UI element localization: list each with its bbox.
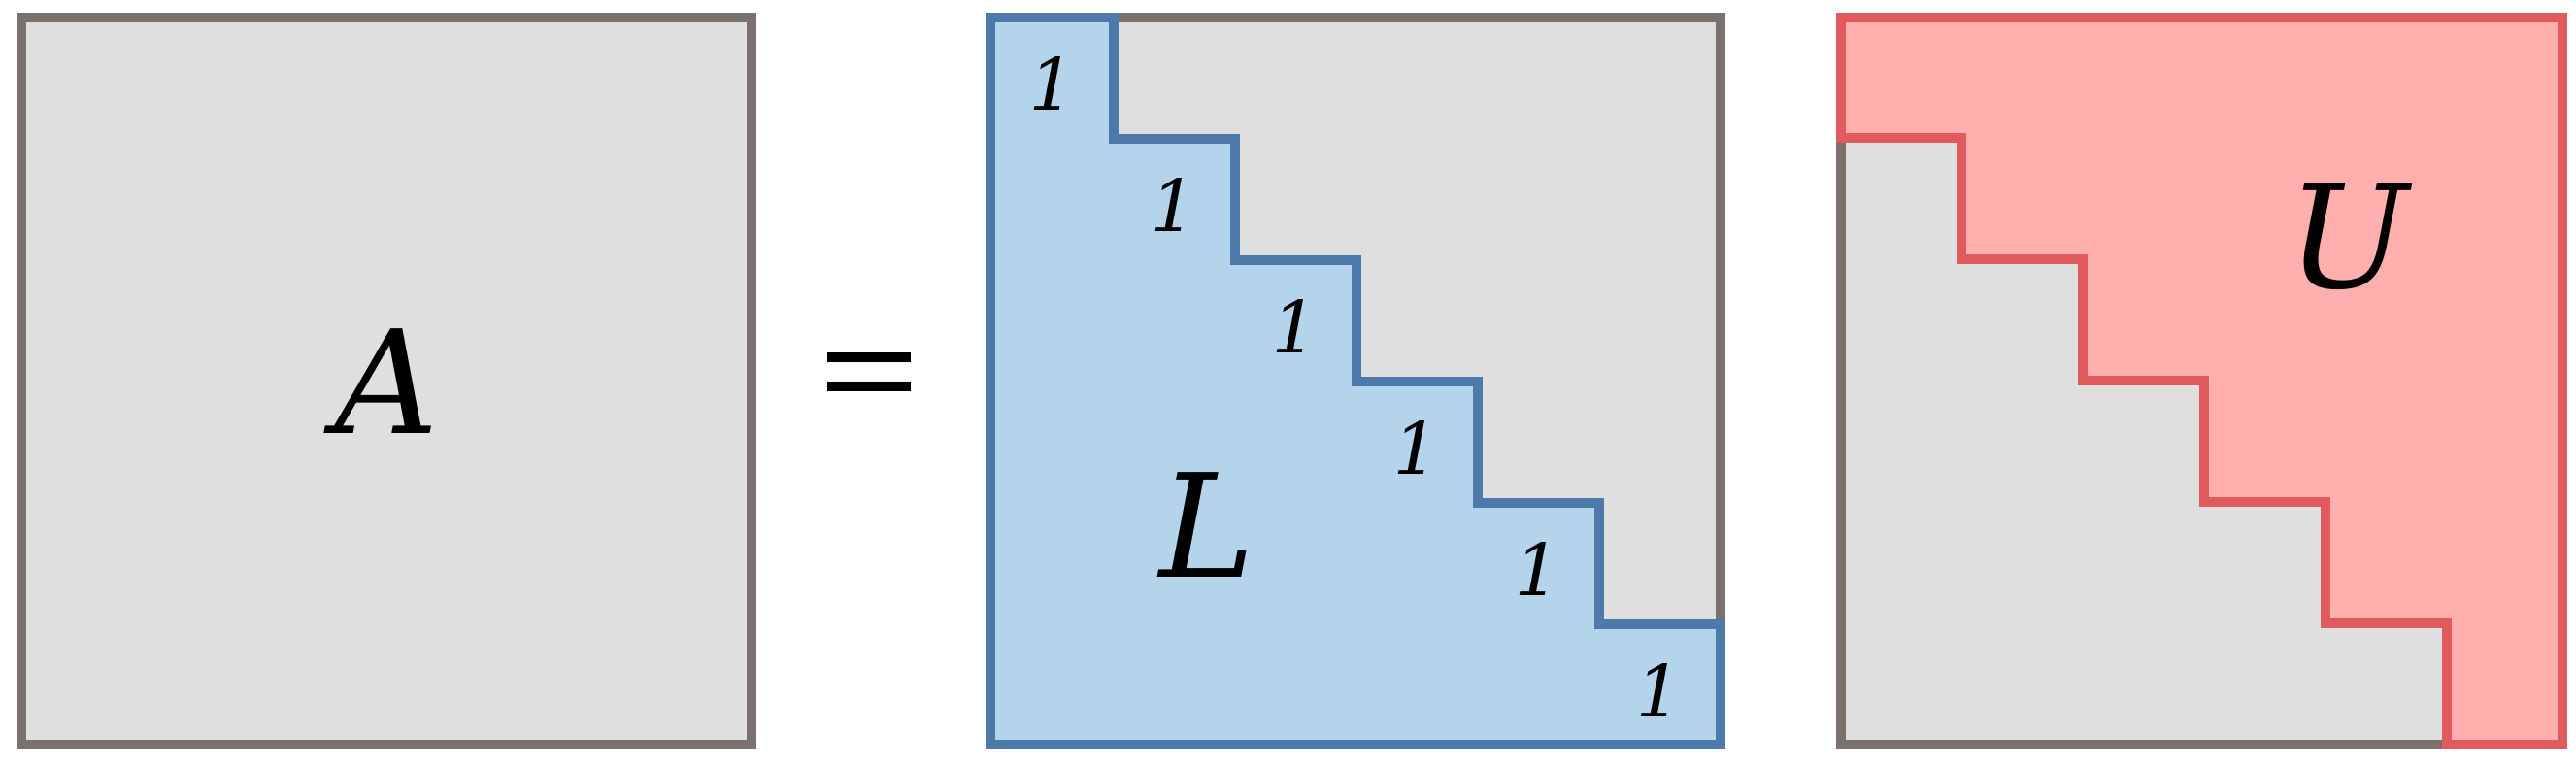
matrix-l-diag-4: 1 — [1392, 408, 1438, 491]
matrix-u-upper-triangle — [1836, 13, 2567, 749]
matrix-u-label: U — [2288, 154, 2413, 321]
matrix-a-label: A — [323, 300, 439, 467]
matrix-l-diag-5: 1 — [1514, 529, 1559, 613]
matrix-a: A — [17, 13, 756, 749]
equals-bar-top — [827, 352, 911, 362]
matrix-l-lower-triangle — [986, 13, 1725, 749]
matrix-a-box — [17, 13, 756, 749]
matrix-l-diag-2: 1 — [1150, 165, 1195, 249]
equals-sign — [827, 352, 911, 391]
matrix-l-label: L — [1156, 444, 1255, 611]
matrix-l-diag-3: 1 — [1271, 286, 1317, 370]
equals-bar-bottom — [827, 382, 911, 391]
matrix-l: 1 1 1 1 1 1 L — [986, 13, 1725, 749]
matrix-l-diag-1: 1 — [1028, 44, 1074, 127]
matrix-u: U — [1836, 13, 2567, 749]
matrix-l-diag-6: 1 — [1635, 650, 1681, 734]
